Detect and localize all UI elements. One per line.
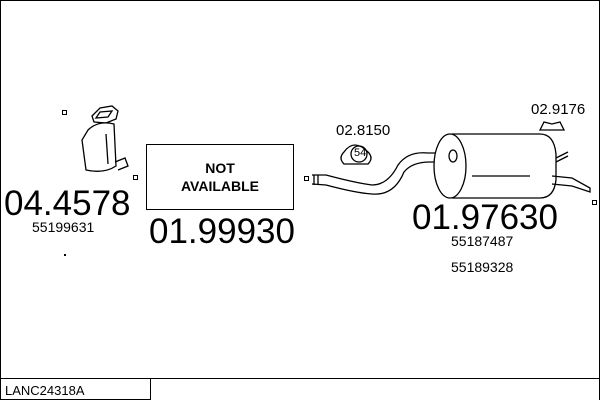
rubber-mount-drawing [538, 121, 566, 131]
part-number: 01.97630 [412, 198, 558, 237]
marker-square [62, 110, 67, 115]
part-number: 04.4578 [4, 184, 131, 223]
catalytic-converter-drawing [81, 105, 129, 172]
marker-square [304, 176, 309, 181]
clamp-drawing [340, 144, 372, 165]
oe-number: 55187487 [451, 233, 514, 249]
part-number: 01.99930 [149, 212, 295, 251]
oe-number: 55199631 [32, 219, 95, 235]
divider [151, 378, 600, 379]
not-available-line: NOT [205, 160, 235, 176]
marker-square [592, 200, 597, 205]
clamp-size: 54 [354, 147, 367, 159]
not-available-box: NOT AVAILABLE [146, 144, 294, 210]
silencer-drawing [433, 133, 591, 199]
oe-number: 55189328 [451, 259, 514, 275]
accessory-number: 02.9176 [531, 101, 586, 118]
not-available-line: AVAILABLE [180, 178, 260, 194]
diagram-code: LANC24318A [0, 378, 151, 400]
accessory-number: 02.8150 [336, 122, 391, 139]
front-pipe-drawing [311, 152, 454, 195]
dot [64, 254, 66, 256]
marker-square [133, 175, 138, 180]
